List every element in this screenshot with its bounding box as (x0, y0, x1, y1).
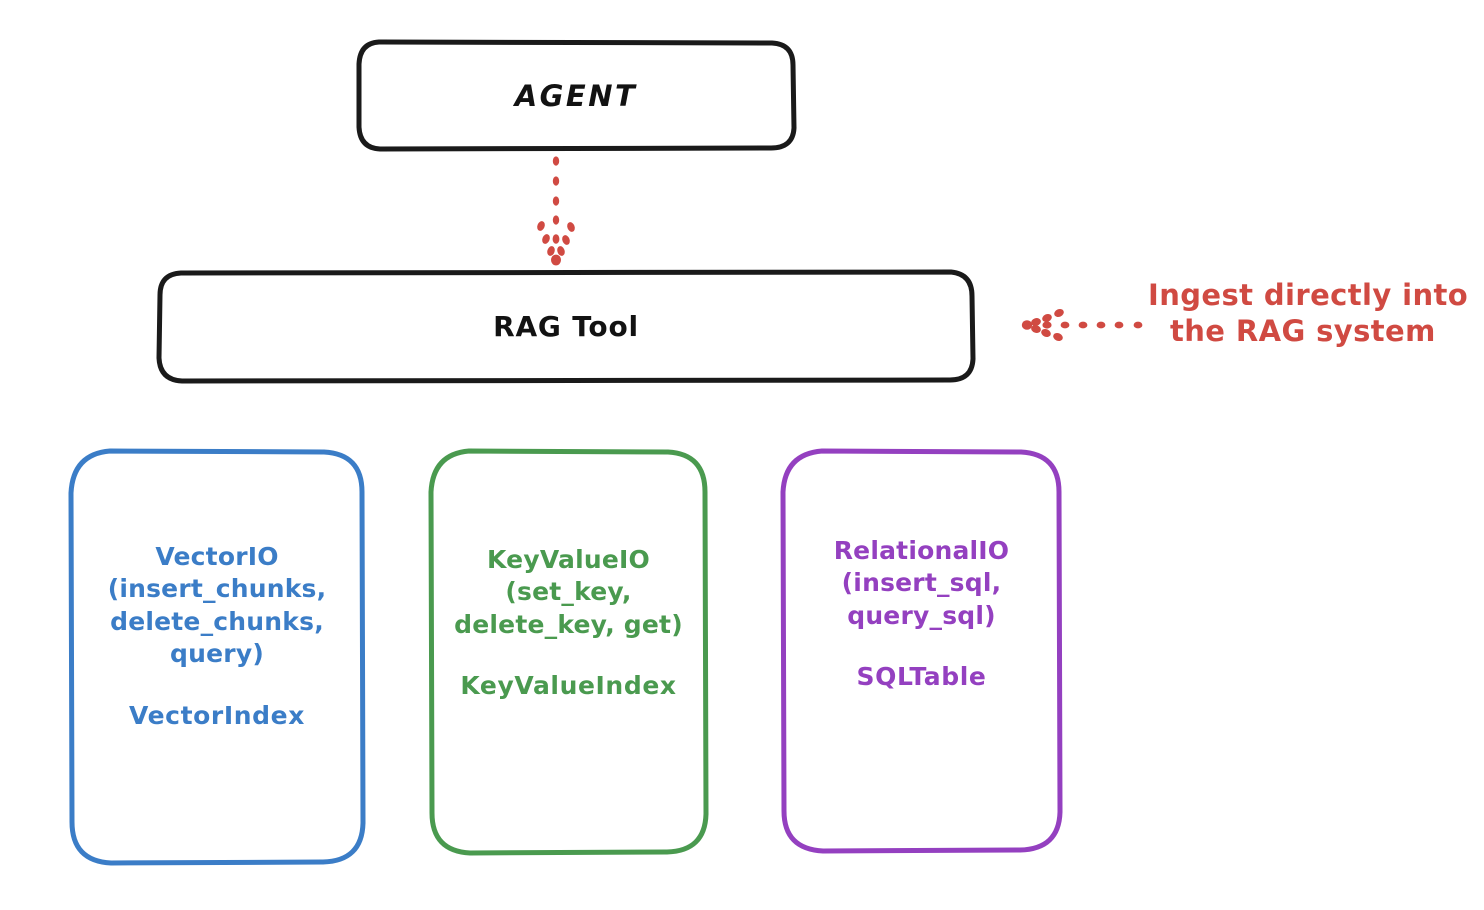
vector-io-index-label: VectorIndex (129, 700, 305, 730)
rag-tool-label: RAG Tool (493, 310, 639, 343)
vector-io-api-line-1: (insert_chunks, (107, 574, 327, 603)
annotation-ingest-directly: Ingest directly into the RAG system (1148, 278, 1478, 350)
annotation-ingest-text: Ingest directly into the RAG system (1148, 278, 1478, 350)
relational-io-api-line-1: (insert_sql, (841, 568, 1002, 598)
node-keyvalue-io[interactable]: KeyValueIO (set_key, delete_key, get) Ke… (428, 448, 709, 856)
vector-io-title: VectorIO (155, 541, 279, 571)
agent-label: AGENT (514, 78, 638, 113)
keyvalue-io-content: KeyValueIO (set_key, delete_key, get) Ke… (428, 544, 709, 701)
vector-io-api-line-3: query) (170, 639, 264, 668)
relational-io-api-line-2: query_sql) (847, 600, 996, 630)
keyvalue-io-index-label: KeyValueIndex (460, 671, 677, 701)
vector-io-content: VectorIO (insert_chunks, delete_chunks, … (68, 541, 366, 730)
keyvalue-io-api-line-1: (set_key, (505, 577, 632, 607)
node-rag-tool[interactable]: RAG Tool (156, 269, 976, 384)
rag-tool-label-wrap: RAG Tool (157, 310, 975, 343)
relational-io-title: RelationalIO (833, 535, 1010, 565)
annotation-ingest-line-2: the RAG system (1170, 313, 1436, 348)
vector-io-api-line-2: delete_chunks, (110, 606, 324, 636)
keyvalue-io-api-line-2: delete_key, get) (454, 609, 683, 639)
node-vector-io[interactable]: VectorIO (insert_chunks, delete_chunks, … (68, 448, 366, 866)
agent-label-wrap: AGENT (357, 79, 795, 113)
relational-io-index-label: SQLTable (856, 662, 987, 692)
node-relational-io[interactable]: RelationalIO (insert_sql, query_sql) SQL… (780, 448, 1063, 854)
connector-ingest-arrow (1021, 300, 1143, 350)
relational-io-spacer (790, 632, 1053, 662)
annotation-ingest-line-1: Ingest directly into (1148, 278, 1469, 312)
node-agent[interactable]: AGENT (356, 39, 797, 152)
keyvalue-io-spacer (438, 641, 699, 671)
vector-io-spacer (78, 671, 356, 701)
relational-io-content: RelationalIO (insert_sql, query_sql) SQL… (780, 535, 1063, 692)
connector-agent-to-rag-tool (520, 155, 592, 267)
keyvalue-io-title: KeyValueIO (487, 544, 650, 574)
